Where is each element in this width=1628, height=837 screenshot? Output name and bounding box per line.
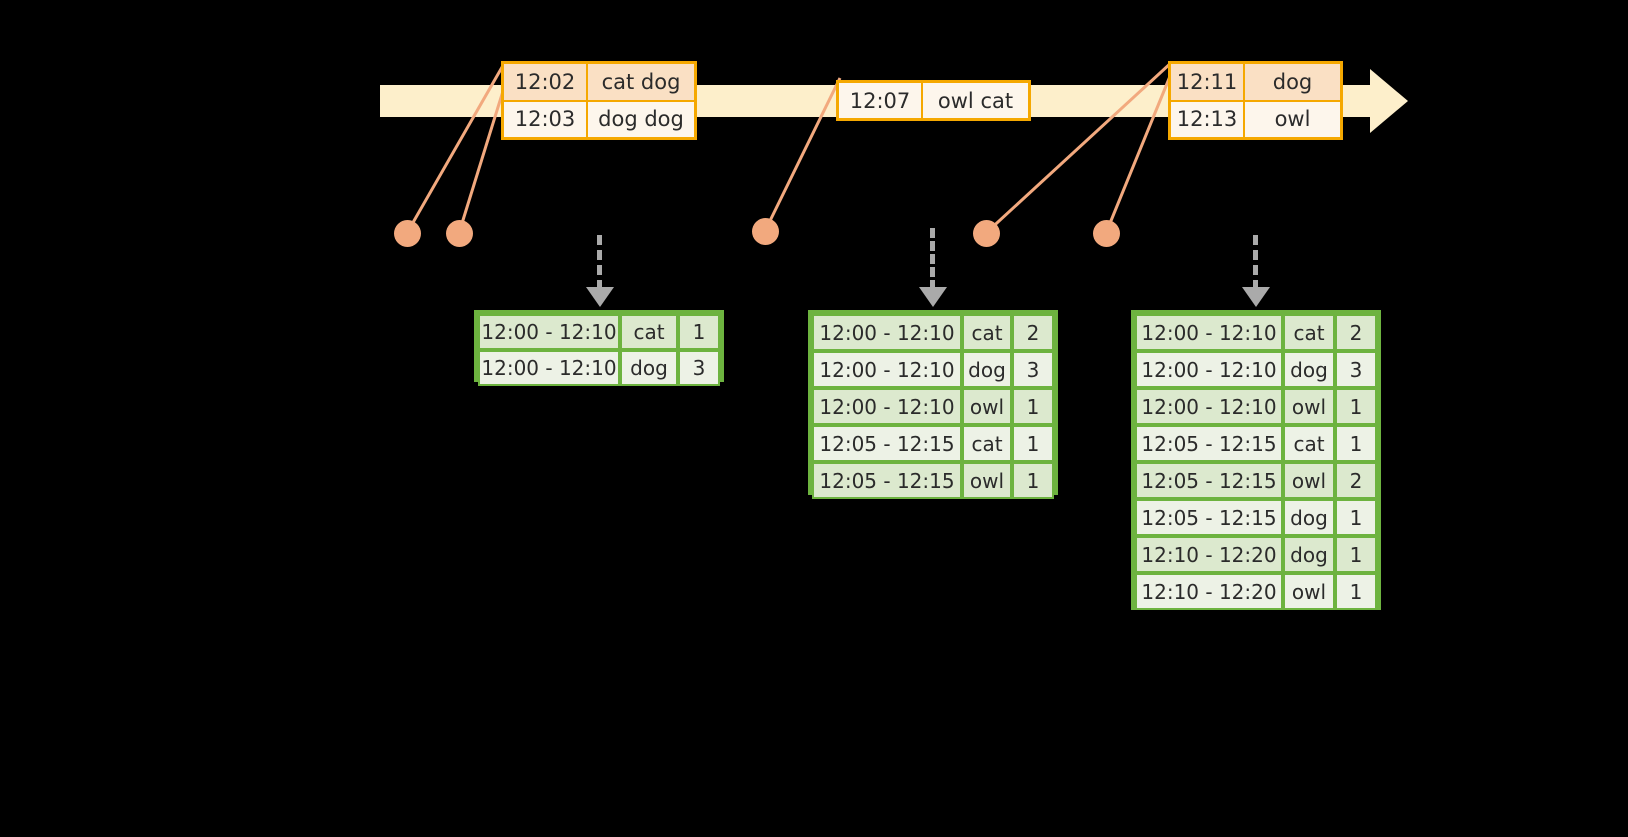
event-words: owl cat xyxy=(937,88,1014,113)
event-time: 12:11 xyxy=(1171,64,1245,100)
table-row: 12:05 - 12:15 dog 1 xyxy=(1135,499,1377,536)
cell-window: 12:00 - 12:10 xyxy=(1135,388,1283,425)
event-row: 12:07 owl cat xyxy=(839,83,1028,118)
event-time: 12:03 xyxy=(504,101,588,137)
table-row: 12:00 - 12:10 dog 3 xyxy=(1135,351,1377,388)
table-row: 12:00 - 12:10 cat 1 xyxy=(478,314,720,350)
event-words: dog dog xyxy=(598,107,684,132)
event-row: 12:02 cat dog xyxy=(504,64,694,100)
event-marker-dot xyxy=(394,220,421,247)
timeline-arrowhead xyxy=(1370,69,1408,133)
event-marker-dot xyxy=(446,220,473,247)
cell-count: 2 xyxy=(1335,462,1377,499)
result-table-3: 12:00 - 12:10 cat 2 12:00 - 12:10 dog 3 … xyxy=(1131,310,1381,610)
table-row: 12:05 - 12:15 cat 1 xyxy=(1135,425,1377,462)
cell-window: 12:00 - 12:10 xyxy=(1135,314,1283,351)
cell-window: 12:10 - 12:20 xyxy=(1135,573,1283,610)
cell-count: 1 xyxy=(1335,536,1377,573)
cell-word: cat xyxy=(620,314,678,350)
cell-word: cat xyxy=(962,314,1012,351)
cell-count: 1 xyxy=(1012,425,1054,462)
event-words: cat dog xyxy=(601,69,681,94)
cell-count: 2 xyxy=(1335,314,1377,351)
cell-word: cat xyxy=(962,425,1012,462)
flow-arrow-1 xyxy=(585,235,615,310)
cell-word: dog xyxy=(1283,351,1335,388)
flow-arrow-2 xyxy=(918,228,948,310)
cell-word: owl xyxy=(1283,462,1335,499)
cell-word: owl xyxy=(1283,573,1335,610)
cell-window: 12:00 - 12:10 xyxy=(812,314,962,351)
event-group-3: 12:11 dog 12:13 owl xyxy=(1168,61,1343,140)
table-row: 12:10 - 12:20 owl 1 xyxy=(1135,573,1377,610)
table-row: 12:05 - 12:15 cat 1 xyxy=(812,425,1054,462)
event-row: 12:03 dog dog xyxy=(504,99,694,137)
event-marker-dot xyxy=(752,218,779,245)
cell-word: cat xyxy=(1283,314,1335,351)
table-row: 12:00 - 12:10 cat 2 xyxy=(1135,314,1377,351)
cell-word: dog xyxy=(1283,499,1335,536)
table-row: 12:00 - 12:10 cat 2 xyxy=(812,314,1054,351)
cell-window: 12:00 - 12:10 xyxy=(478,314,620,350)
event-words: dog xyxy=(1272,69,1313,94)
table-row: 12:05 - 12:15 owl 2 xyxy=(1135,462,1377,499)
table-row: 12:00 - 12:10 owl 1 xyxy=(812,388,1054,425)
cell-word: owl xyxy=(962,388,1012,425)
cell-window: 12:05 - 12:15 xyxy=(1135,462,1283,499)
cell-count: 3 xyxy=(1335,351,1377,388)
event-row: 12:11 dog xyxy=(1171,64,1340,100)
event-time: 12:13 xyxy=(1171,101,1245,137)
table-row: 12:00 - 12:10 dog 3 xyxy=(812,351,1054,388)
cell-count: 3 xyxy=(1012,351,1054,388)
table-row: 12:00 - 12:10 owl 1 xyxy=(1135,388,1377,425)
event-row: 12:13 owl xyxy=(1171,99,1340,137)
cell-word: dog xyxy=(962,351,1012,388)
cell-window: 12:00 - 12:10 xyxy=(1135,351,1283,388)
cell-word: dog xyxy=(1283,536,1335,573)
cell-count: 1 xyxy=(1012,388,1054,425)
cell-window: 12:10 - 12:20 xyxy=(1135,536,1283,573)
cell-count: 2 xyxy=(1012,314,1054,351)
cell-window: 12:00 - 12:10 xyxy=(478,350,620,386)
cell-word: owl xyxy=(962,462,1012,499)
cell-count: 1 xyxy=(1335,388,1377,425)
cell-window: 12:00 - 12:10 xyxy=(812,388,962,425)
cell-window: 12:05 - 12:15 xyxy=(812,425,962,462)
event-marker-dot xyxy=(973,220,1000,247)
cell-window: 12:00 - 12:10 xyxy=(812,351,962,388)
table-row: 12:10 - 12:20 dog 1 xyxy=(1135,536,1377,573)
cell-window: 12:05 - 12:15 xyxy=(1135,499,1283,536)
cell-count: 1 xyxy=(1335,499,1377,536)
cell-word: owl xyxy=(1283,388,1335,425)
event-words: owl xyxy=(1274,107,1311,132)
cell-window: 12:05 - 12:15 xyxy=(1135,425,1283,462)
event-group-1: 12:02 cat dog 12:03 dog dog xyxy=(501,61,697,140)
table-row: 12:05 - 12:15 owl 1 xyxy=(812,462,1054,499)
cell-window: 12:05 - 12:15 xyxy=(812,462,962,499)
result-table-2: 12:00 - 12:10 cat 2 12:00 - 12:10 dog 3 … xyxy=(808,310,1058,499)
cell-count: 1 xyxy=(1012,462,1054,499)
event-time: 12:02 xyxy=(504,64,588,100)
event-time: 12:07 xyxy=(839,83,923,118)
event-marker-dot xyxy=(1093,220,1120,247)
cell-count: 3 xyxy=(678,350,720,386)
cell-count: 1 xyxy=(1335,425,1377,462)
table-row: 12:00 - 12:10 dog 3 xyxy=(478,350,720,386)
event-group-2: 12:07 owl cat xyxy=(836,80,1031,121)
cell-word: dog xyxy=(620,350,678,386)
cell-count: 1 xyxy=(678,314,720,350)
flow-arrow-3 xyxy=(1241,235,1271,310)
cell-word: cat xyxy=(1283,425,1335,462)
cell-count: 1 xyxy=(1335,573,1377,610)
result-table-1: 12:00 - 12:10 cat 1 12:00 - 12:10 dog 3 xyxy=(474,310,724,386)
